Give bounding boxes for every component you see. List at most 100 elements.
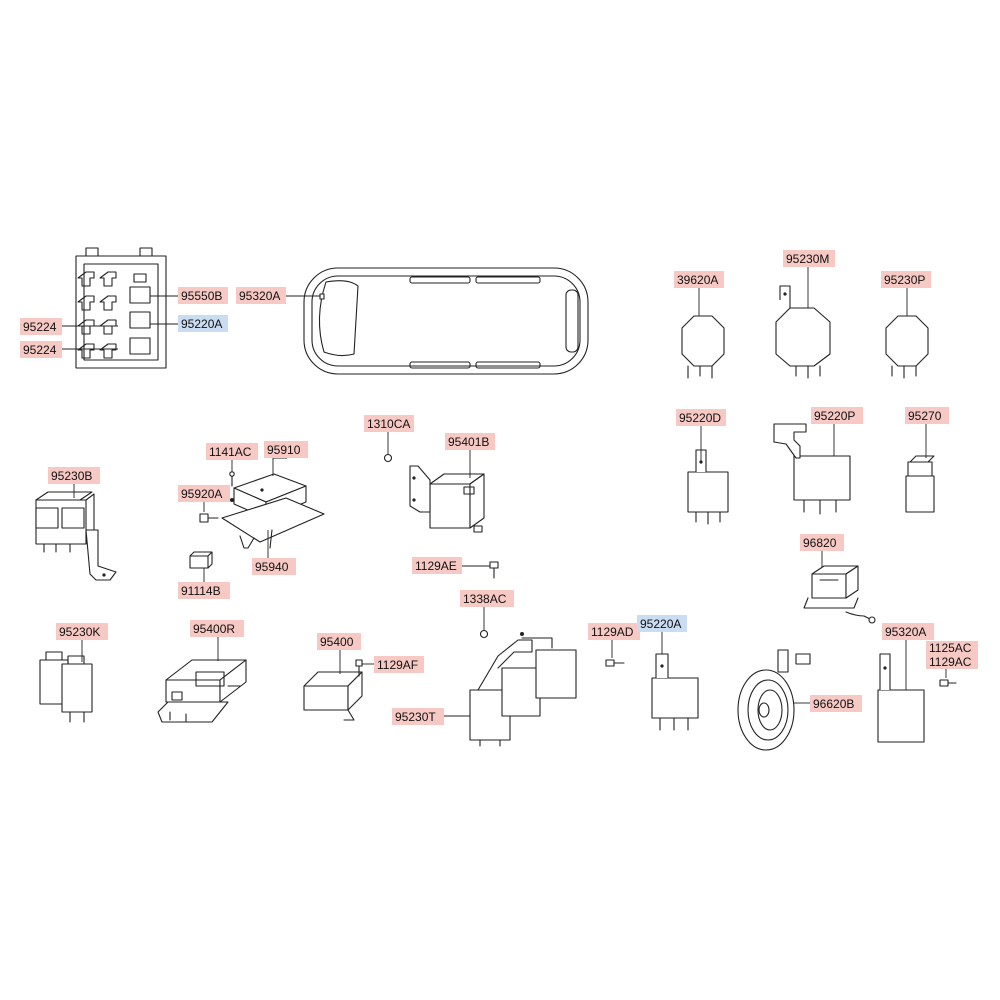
part-label-95220d[interactable]: 95220D — [676, 409, 726, 426]
part-label-bg — [178, 582, 230, 599]
part-label-95230t[interactable]: 95230T — [392, 708, 444, 725]
part-label-bg — [317, 633, 361, 650]
part-label-1141ac[interactable]: 1141AC — [206, 443, 258, 460]
part-label-95920a[interactable]: 95920A — [178, 485, 230, 502]
screw-1338ac-drawing — [479, 629, 489, 639]
part-label-text: 95910 — [267, 443, 301, 457]
part-label-1310ca[interactable]: 1310CA — [364, 415, 414, 432]
part-label-1129ae[interactable]: 1129AE — [412, 557, 462, 574]
part-label-bg — [252, 558, 296, 575]
part-label-91114b[interactable]: 91114B — [178, 582, 230, 599]
part-label-bg — [445, 433, 495, 450]
part-label-bg — [881, 271, 931, 288]
part-label-bg — [20, 318, 62, 335]
part-label-95230k[interactable]: 95230K — [56, 623, 108, 640]
part-label-1129ad[interactable]: 1129AD — [588, 623, 640, 640]
leader-lines — [62, 266, 947, 717]
relay-95230p-drawing — [885, 315, 929, 379]
part-label-95220a-box[interactable]: 95220A — [178, 315, 228, 332]
part-label-text: 91114B — [181, 584, 221, 598]
part-label-bg — [20, 341, 62, 358]
part-label-bg — [926, 641, 978, 655]
part-label-bg — [674, 271, 724, 288]
part-label-bg — [264, 441, 308, 458]
part-label-bg — [676, 409, 726, 426]
relay-box-drawing — [75, 247, 167, 369]
part-label-95220p[interactable]: 95220P — [811, 407, 863, 424]
relay-95220d-drawing — [687, 449, 729, 525]
part-label-bg — [926, 655, 978, 669]
relay-95230m-drawing — [775, 285, 831, 379]
part-label-text: 95230T — [395, 710, 436, 724]
relay-95230k-drawing — [39, 651, 93, 723]
part-label-text: 95224 — [23, 343, 57, 357]
screw-95920a-drawing — [199, 513, 219, 523]
part-label-bg — [56, 623, 108, 640]
part-label-95270[interactable]: 95270 — [905, 407, 949, 424]
relay-95220p-drawing — [773, 423, 851, 515]
part-label-bg — [811, 407, 863, 424]
part-label-text: 95224 — [23, 320, 57, 334]
part-label-39620a[interactable]: 39620A — [674, 271, 724, 288]
part-label-95940[interactable]: 95940 — [252, 558, 296, 575]
part-label-95230p[interactable]: 95230P — [881, 271, 931, 288]
part-label-text: 95230M — [786, 252, 829, 266]
flasher-95401b-drawing — [383, 453, 485, 533]
part-label-text: 95220P — [814, 409, 855, 423]
part-label-1338ac[interactable]: 1338AC — [460, 590, 514, 607]
module-95400-drawing — [303, 659, 363, 721]
part-label-95224-b[interactable]: 95224 — [20, 341, 62, 358]
part-label-bg — [374, 656, 424, 673]
part-label-text: 95400R — [193, 622, 235, 636]
vehicle-outline-drawing — [303, 267, 589, 375]
relay-95220a-drawing — [651, 653, 699, 731]
part-label-95910[interactable]: 95910 — [264, 441, 308, 458]
part-label-bg — [905, 407, 949, 424]
part-label-bg — [206, 443, 258, 460]
part-label-bg — [364, 415, 414, 432]
part-label-bg — [800, 534, 844, 551]
part-label-96820[interactable]: 96820 — [800, 534, 844, 551]
relay-39620a-drawing — [681, 315, 725, 379]
screw-1125ac-drawing — [939, 679, 957, 687]
module-95910-drawing — [221, 471, 325, 549]
part-label-95230b[interactable]: 95230B — [48, 467, 100, 484]
part-label-bg — [412, 557, 462, 574]
part-label-text: 1125AC — [929, 641, 972, 655]
part-label-text: 1129AF — [377, 658, 418, 672]
part-label-text: 95230B — [51, 469, 92, 483]
part-label-95220a-relay[interactable]: 95220A — [637, 615, 687, 632]
part-label-95224-a[interactable]: 95224 — [20, 318, 62, 335]
part-label-1125ac[interactable]: 1125AC — [926, 641, 978, 655]
part-label-1129af[interactable]: 1129AF — [374, 656, 424, 673]
part-label-text: 95220A — [640, 617, 681, 631]
part-label-bg — [236, 287, 286, 304]
part-label-bg — [460, 590, 514, 607]
part-label-95400r[interactable]: 95400R — [190, 620, 244, 637]
part-label-text: 1129AE — [415, 559, 457, 573]
part-label-text: 95220D — [679, 411, 721, 425]
part-label-95320a-relay[interactable]: 95320A — [882, 623, 934, 640]
part-label-text: 95401B — [448, 435, 489, 449]
part-label-text: 96620B — [813, 697, 854, 711]
buzzer-96820-drawing — [803, 565, 876, 624]
part-label-95550b[interactable]: 95550B — [178, 287, 228, 304]
part-label-text: 1141AC — [209, 445, 252, 459]
part-label-bg — [178, 287, 228, 304]
part-label-95401b[interactable]: 95401B — [445, 433, 495, 450]
part-label-bg — [637, 615, 687, 632]
part-label-text: 1129AD — [591, 625, 634, 639]
part-label-text: 95400 — [320, 635, 354, 649]
relay-95320a-drawing — [877, 653, 925, 743]
part-label-bg — [810, 695, 862, 712]
part-label-text: 95230K — [59, 625, 100, 639]
part-label-95400[interactable]: 95400 — [317, 633, 361, 650]
part-label-bg — [178, 485, 230, 502]
part-label-95230m[interactable]: 95230M — [783, 250, 835, 267]
part-label-96620b[interactable]: 96620B — [810, 695, 862, 712]
part-label-bg — [178, 315, 228, 332]
part-label-95320a-vehicle[interactable]: 95320A — [236, 287, 286, 304]
part-label-text: 95320A — [885, 625, 926, 639]
part-label-1129ac[interactable]: 1129AC — [926, 655, 978, 669]
